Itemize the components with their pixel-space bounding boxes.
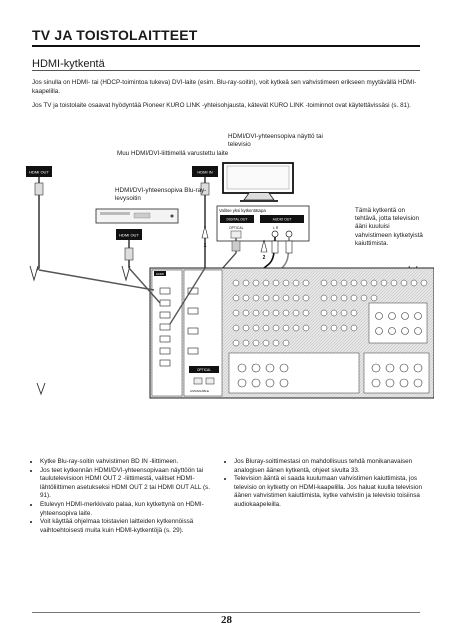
intro-paragraph: Jos sinulla on HDMI- tai (HDCP-toimintoa… [32,79,417,95]
page-number: 28 [221,614,232,626]
arrow-down-mid [121,265,131,282]
section-title: TV JA TOISTOLAITTEET [32,27,198,43]
audio-out-tag: AUDIO OUT [273,218,292,222]
hdmi-in-tag: HDMI IN [197,170,212,175]
tv-label: HDMI/DVI-yhteensopiva näyttö tai televis… [228,133,323,148]
subsection-title: HDMI-kytkentä [32,58,105,70]
section-rule [32,45,420,47]
bullet-left-2: Jos teet kytkennän HDMI/DVI-yhteensopiva… [40,467,222,501]
tv-output-panel: Valitse yksi kytkentätapa DIGITAL OUT AU… [216,205,310,242]
other-device-hdmi-out: HDMI OUT [26,166,52,177]
diagram-drawing: HDMI OUT HDMI OUT HDMI IN [26,162,435,399]
receiver-rear-panel: HDMI OPTICAL ASSIGNABLE [149,267,435,399]
arrow-1: 1 [201,225,209,249]
bluray-label: HDMI/DVI-yhteensopiva Blu-ray-levysoitin [115,187,207,202]
optical-tag: OPTICAL [229,226,244,230]
television [222,162,294,202]
arrow-down-left [29,265,39,282]
arrow-2-label: 2 [263,255,266,261]
select-one-label: Valitse yksi kytkentätapa [219,208,266,213]
bullet-left-1: Kytke Blu-ray-soitin vahvistimen BD IN -… [40,458,222,467]
hdmi-out-tag-1: HDMI OUT [29,170,49,175]
other-device-label: Muu HDMI/DVI-liittimellä varustettu lait… [117,150,229,157]
bullet-list-left: Kytke Blu-ray-soitin vahvistimen BD IN -… [32,458,222,535]
bullet-left-4: Voit käyttää ohjelmaa toistavien laittei… [40,518,222,535]
hdmi-cable-other [36,177,40,271]
bullet-left-3: Etulevyn HDMI-merkkivalo palaa, kun kytk… [40,501,222,518]
arrow-1-label: 1 [204,243,207,249]
hdmi-out-tag-2: HDMI OUT [119,233,139,238]
hdmi-rear-tag: HDMI [156,272,164,276]
footer-rule [32,612,420,613]
digital-out-tag: DIGITAL OUT [227,218,248,222]
bluray-hdmi-out: HDMI OUT [116,229,142,240]
assignable-tag: ASSIGNABLE [190,389,209,393]
bullet-right-2: Television ääntä ei saada kuulumaan vahv… [234,475,426,509]
tv-hdmi-in: HDMI IN [192,166,218,177]
kuro-link-paragraph: Jos TV ja toistolaite osaavat hyödyntää … [32,102,411,109]
optical-rear-tag: OPTICAL [197,368,211,372]
lr-tag: L R [273,226,279,230]
tv-audio-note: Tämä kytkentä on tehtävä, jotta televisi… [355,207,423,247]
bullet-list-right: Jos Bluray-soittimestasi on mahdollisuus… [226,458,426,510]
bluray-player [95,208,179,224]
arrow-2: 2 [260,239,268,261]
connection-diagram: HDMI OUT HDMI OUT HDMI IN [24,128,435,418]
subsection-rule [32,70,420,71]
bullet-right-1: Jos Bluray-soittimestasi on mahdollisuus… [234,458,426,475]
